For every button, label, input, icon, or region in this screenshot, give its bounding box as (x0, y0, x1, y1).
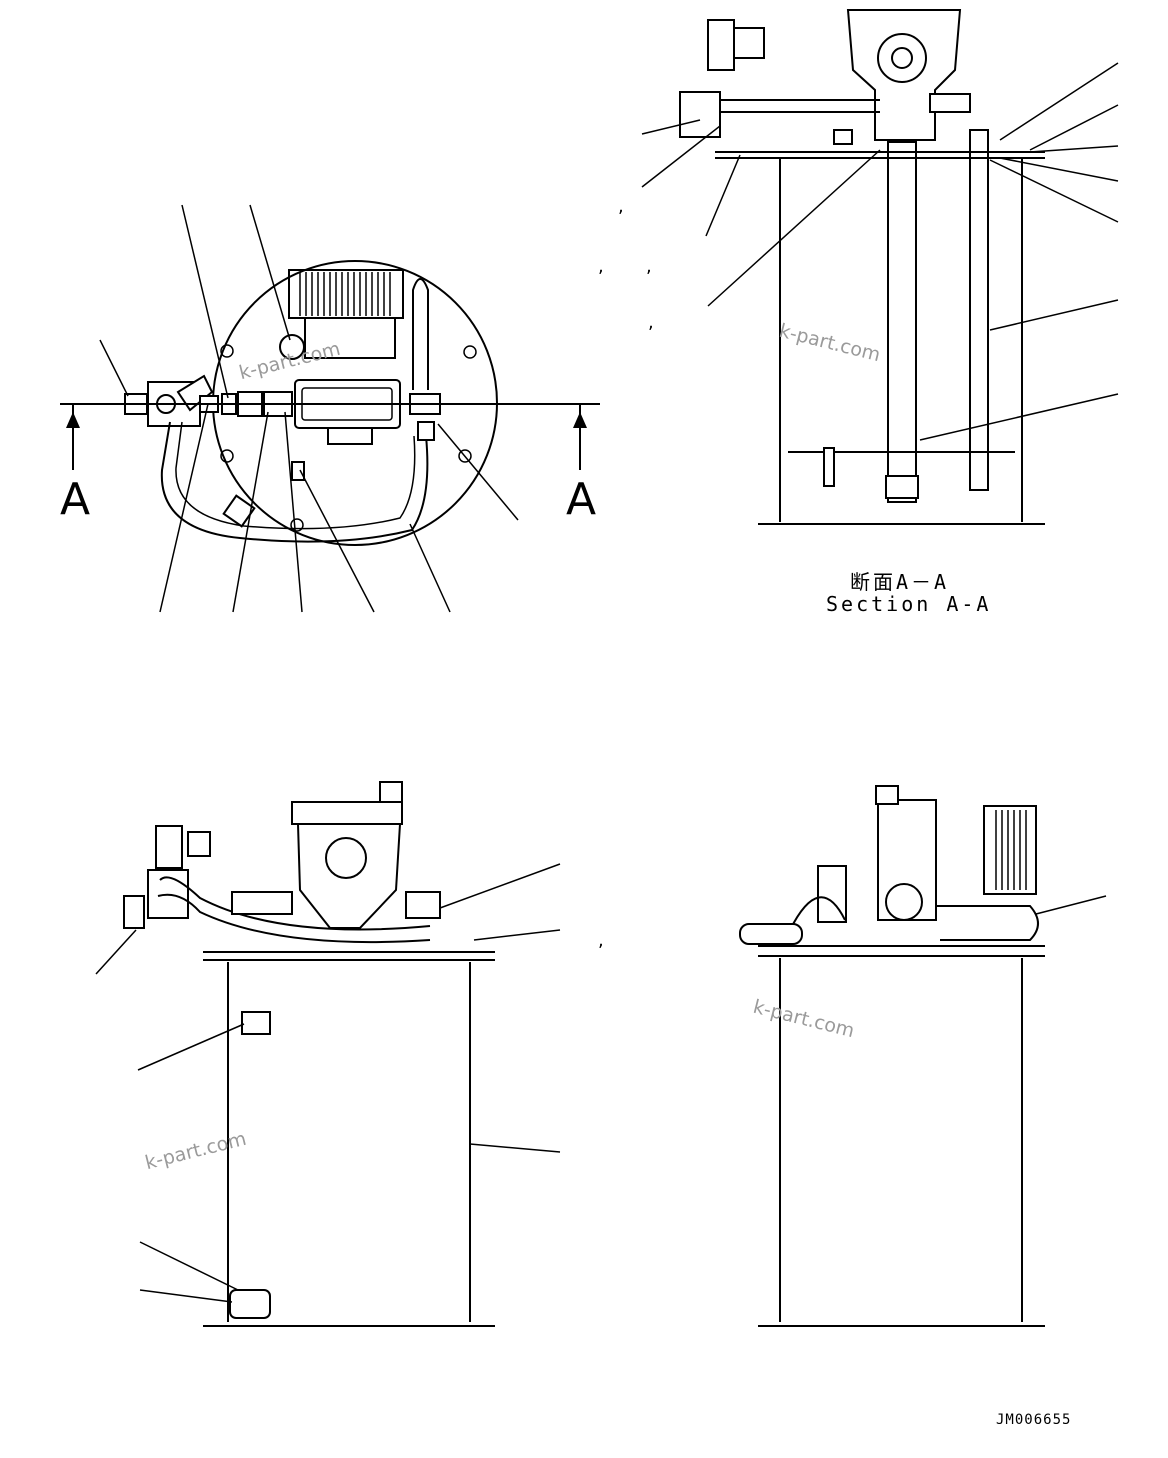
elbow (417, 421, 435, 441)
motor-fins (299, 272, 391, 316)
plug (291, 461, 305, 481)
supply-hose-inner (175, 421, 416, 530)
pump-body (296, 823, 402, 929)
pump-head (846, 9, 962, 141)
hose-left-end (739, 923, 803, 945)
bracket (817, 865, 847, 923)
fitting (123, 895, 145, 929)
valve-body (147, 869, 189, 919)
leader-lines (95, 863, 561, 1303)
connector (733, 27, 765, 59)
pump-port (885, 883, 923, 921)
leader-line (1035, 895, 1107, 915)
side-view (739, 785, 1107, 1327)
connector (187, 831, 211, 857)
pump-top (291, 801, 403, 825)
bolt-hole (458, 449, 472, 463)
pump-rotor (877, 33, 927, 83)
tick-mark: , (648, 312, 654, 333)
arrow-head (573, 412, 587, 428)
suction-tube (887, 141, 917, 503)
motor-flange (304, 317, 396, 359)
hose (159, 876, 431, 931)
hose (157, 893, 431, 944)
section-caption-jp: 断面A－A (850, 570, 950, 594)
pump-rotor-center (891, 47, 913, 69)
level-rod (969, 129, 989, 491)
hose-clamp (222, 494, 256, 528)
breather (875, 785, 899, 805)
solenoid-top (707, 19, 735, 71)
bolt-hole (290, 518, 304, 532)
tick-mark: , (618, 196, 624, 217)
return-hose (412, 278, 429, 390)
top-view (60, 204, 600, 613)
motor-fins (995, 810, 1027, 890)
drawing-number: JM006655 (996, 1412, 1072, 1428)
crossbar-post (823, 447, 835, 487)
valve-body (679, 91, 721, 138)
section-caption-en: Section A-A (826, 592, 992, 616)
pump-port (325, 837, 367, 879)
bolt-hole (220, 449, 234, 463)
tick-mark: , (598, 256, 604, 277)
tick-mark: , (598, 930, 604, 951)
cap (833, 129, 853, 145)
elbow-fitting (929, 93, 971, 113)
pump-base (327, 427, 373, 445)
section-marker-left: A (60, 474, 91, 525)
section-marker-right: A (566, 474, 597, 525)
solenoid (155, 825, 183, 869)
bolt-hole (220, 344, 234, 358)
motor-body (983, 805, 1037, 895)
section-view (641, 9, 1119, 525)
fitting (405, 891, 441, 919)
supply-hose (160, 421, 429, 543)
strainer (885, 475, 919, 499)
hose-right (936, 905, 1039, 941)
bolt-hole (463, 345, 477, 359)
leader-lines (641, 62, 1119, 441)
couplings (231, 891, 293, 915)
gauge (279, 334, 305, 360)
drain-plug (229, 1289, 271, 1319)
sight-gauge (241, 1011, 271, 1035)
front-view (95, 781, 561, 1327)
arrow-head (66, 412, 80, 428)
tick-mark: , (646, 256, 652, 277)
breather (379, 781, 403, 803)
leader-lines (99, 204, 519, 613)
